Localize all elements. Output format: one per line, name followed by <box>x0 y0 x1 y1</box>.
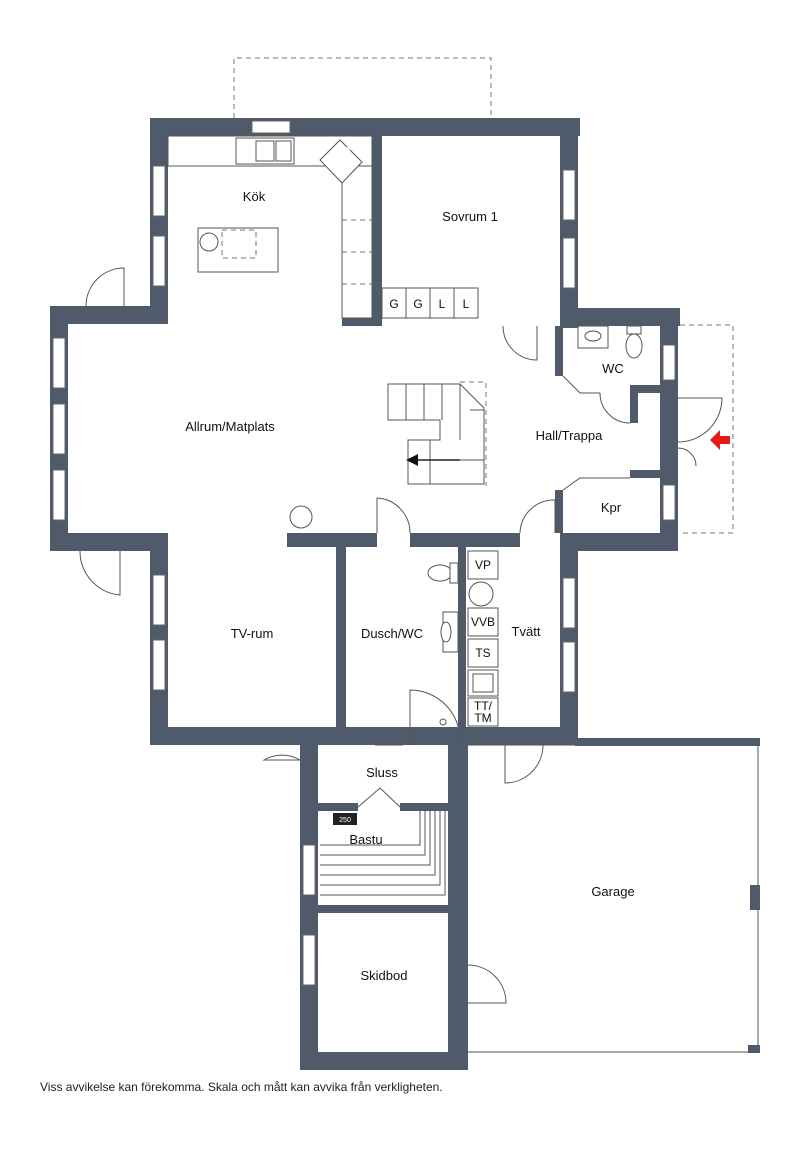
kitchen-fixtures <box>167 135 373 319</box>
vp-label: VP <box>475 558 491 572</box>
room-label-allrum: Allrum/Matplats <box>185 419 275 434</box>
room-label-sovrum1: Sovrum 1 <box>442 209 498 224</box>
laundry-fixtures <box>467 550 499 727</box>
doors <box>79 267 723 1004</box>
tt-label: TT/ <box>474 699 493 713</box>
wc-fixtures <box>562 325 643 491</box>
dusch-fixtures <box>427 562 459 726</box>
closet-label: G <box>413 297 422 311</box>
room-label-hall: Hall/Trappa <box>536 428 603 443</box>
vvb-label: VVB <box>471 615 495 629</box>
ts-label: TS <box>475 646 490 660</box>
tm-label: TM <box>474 711 491 725</box>
stair <box>289 381 487 529</box>
closet-label: L <box>439 297 446 311</box>
room-label-tvatt: Tvätt <box>512 624 541 639</box>
room-label-kpr: Kpr <box>601 500 622 515</box>
room-label-sluss: Sluss <box>366 765 398 780</box>
fixture-labels: G G L L VP VVB TS TT/ TM 250 <box>339 297 495 824</box>
disclaimer-text: Viss avvikelse kan förekomma. Skala och … <box>40 1080 443 1094</box>
room-label-duschwc: Dusch/WC <box>361 626 423 641</box>
interior-walls <box>287 136 660 993</box>
closet-label: G <box>389 297 398 311</box>
closets <box>381 287 479 319</box>
windows <box>52 120 676 986</box>
room-label-skidbod: Skidbod <box>361 968 408 983</box>
room-label-tvrum: TV-rum <box>231 626 274 641</box>
garage-walls <box>468 738 760 1053</box>
entrance-arrow-icon <box>710 430 730 450</box>
sauna-heater-label: 250 <box>339 817 351 824</box>
closet-label: L <box>463 297 470 311</box>
terrace-outlines <box>233 57 734 534</box>
room-label-garage: Garage <box>591 884 634 899</box>
room-labels: Kök Sovrum 1 Allrum/Matplats Hall/Trappa… <box>185 189 634 983</box>
sauna-benches <box>320 811 446 896</box>
room-label-bastu: Bastu <box>349 832 382 847</box>
room-label-wc: WC <box>602 361 624 376</box>
room-label-kok: Kök <box>243 189 266 204</box>
